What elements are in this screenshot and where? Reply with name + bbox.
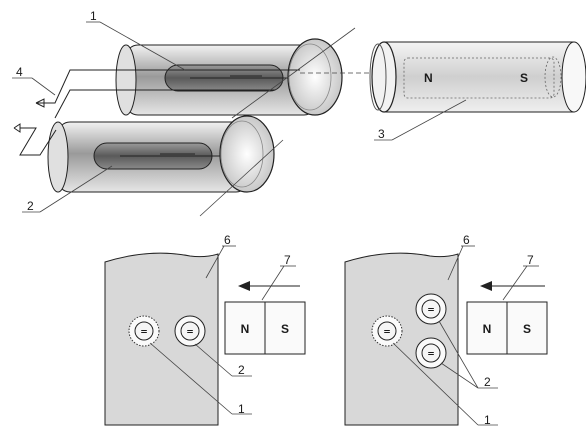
bar-magnet-south-label-right: S — [523, 322, 531, 336]
contact-symbol: = — [383, 328, 391, 338]
contact-small-right-top: = — [415, 293, 447, 325]
leader-7-right-b — [502, 265, 528, 301]
contact-large-left: = — [128, 315, 160, 347]
leader-4-b — [31, 77, 56, 96]
contact-symbol: = — [186, 328, 194, 338]
panel-left: = = N S — [104, 252, 306, 426]
label-3: 3 — [378, 127, 385, 141]
label-2-top: 2 — [27, 199, 34, 213]
contact-small-right-bottom: = — [415, 337, 447, 369]
label-1-left: 1 — [238, 402, 245, 416]
label-7-left: 7 — [284, 253, 291, 267]
leader-2-left-b — [194, 343, 233, 377]
leader-6-right-b — [447, 245, 464, 281]
leader-1-left-b — [149, 342, 233, 415]
contact-small-left: = — [174, 315, 206, 347]
bar-magnet-north-label-right: N — [483, 322, 492, 336]
panel-right: = = = N S — [344, 252, 548, 426]
bar-magnet-north-right — [466, 301, 508, 355]
contact-symbol: = — [140, 328, 148, 338]
magnet-south-label: S — [520, 71, 528, 85]
leader-2-right-a — [438, 320, 479, 389]
leader-1-top-b — [99, 21, 186, 71]
label-6-left: 6 — [224, 233, 231, 247]
label-4: 4 — [16, 65, 23, 79]
cylindrical-magnet: N S — [369, 41, 586, 113]
leader-2-top-b — [39, 165, 113, 213]
label-1-right: 1 — [484, 413, 491, 427]
leader-1-right-b — [392, 342, 479, 426]
leader-7-left-b — [261, 265, 285, 301]
leader-6-left-b — [205, 245, 225, 279]
reed-switch-2 — [47, 115, 275, 193]
construction-line-2 — [199, 139, 284, 217]
bar-magnet-north-label: N — [241, 322, 250, 336]
bar-magnet-south-label: S — [281, 322, 289, 336]
label-7-right: 7 — [527, 253, 534, 267]
label-1-top: 1 — [90, 9, 97, 23]
direction-arrow-head-right — [480, 281, 492, 291]
reed-switch-1 — [115, 38, 343, 116]
direction-arrow-head — [238, 281, 250, 291]
leader-2-right-b — [440, 362, 479, 389]
bar-magnet-south — [264, 301, 306, 355]
leader-3-b — [391, 99, 467, 141]
contact-symbol: = — [427, 350, 435, 360]
label-2-left: 2 — [238, 363, 245, 377]
magnet-north-label: N — [424, 71, 433, 85]
contact-large-right: = — [371, 315, 403, 347]
label-2-right: 2 — [484, 375, 491, 389]
label-6-right: 6 — [463, 233, 470, 247]
contact-symbol: = — [427, 306, 435, 316]
construction-line-1 — [231, 27, 356, 119]
bar-magnet-south-right — [506, 301, 548, 355]
